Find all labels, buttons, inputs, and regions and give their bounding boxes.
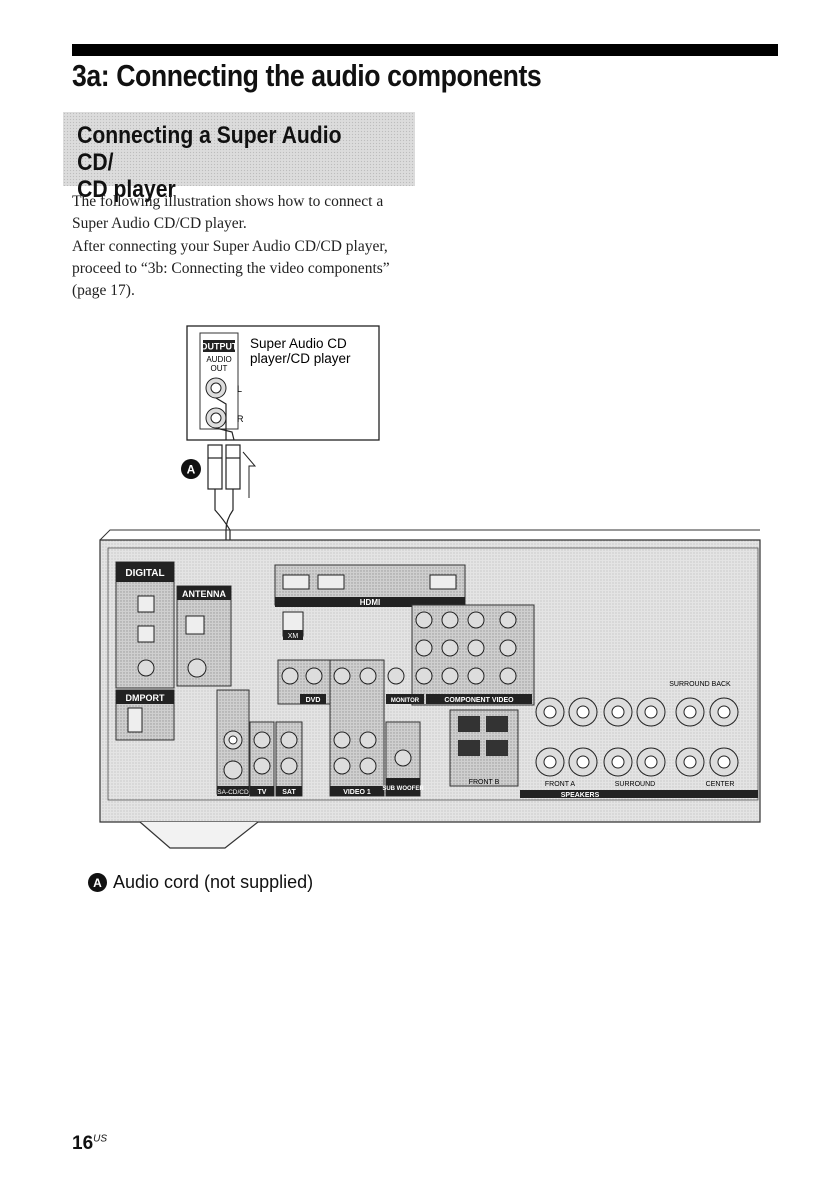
antenna-label: ANTENNA bbox=[182, 589, 226, 599]
front-b-label: FRONT B bbox=[469, 779, 500, 786]
page-number-value: 16 bbox=[72, 1133, 94, 1154]
sat-label: SAT bbox=[282, 789, 296, 796]
callout-a-letter: A bbox=[187, 463, 196, 477]
tv-label: TV bbox=[258, 789, 267, 796]
section-heading-line1: Connecting a Super Audio CD/ bbox=[77, 122, 342, 176]
output-label: OUTPUT bbox=[201, 342, 239, 352]
intro-paragraph: The following illustration shows how to … bbox=[72, 193, 384, 233]
legend-caption: A Audio cord (not supplied) bbox=[88, 872, 313, 893]
section-heading-box: Connecting a Super Audio CD/ CD player bbox=[63, 112, 415, 203]
header-rule bbox=[72, 44, 778, 56]
receiver-rear-panel: DIGITAL DMPORT ANTENNA HDMI XM SA-CD/CD bbox=[99, 529, 761, 849]
player-label-line1: Super Audio CD bbox=[250, 336, 347, 351]
out-label: OUT bbox=[211, 364, 228, 373]
legend-marker: A bbox=[88, 873, 107, 892]
body-text: The following illustration shows how to … bbox=[72, 191, 417, 302]
right-channel-label: R bbox=[237, 414, 244, 424]
cd-player-panel: OUTPUT AUDIO OUT L R Super Audio CD play… bbox=[186, 325, 380, 441]
next-step-paragraph: After connecting your Super Audio CD/CD … bbox=[72, 237, 390, 300]
video1-label: VIDEO 1 bbox=[343, 789, 371, 796]
page-number-suffix: US bbox=[93, 1133, 108, 1145]
xm-label: XM bbox=[288, 633, 299, 640]
speaker-terminals bbox=[535, 697, 739, 777]
player-label-line2: player/CD player bbox=[250, 351, 351, 366]
legend-text: Audio cord (not supplied) bbox=[113, 872, 314, 892]
sacd-label: SA-CD/CD bbox=[217, 789, 249, 796]
speakers-label: SPEAKERS bbox=[561, 792, 600, 799]
hdmi-label: HDMI bbox=[360, 598, 380, 607]
page-title: 3a: Connecting the audio components bbox=[72, 58, 542, 93]
page-number: 16US bbox=[72, 1133, 107, 1155]
section-heading: Connecting a Super Audio CD/ CD player bbox=[63, 112, 373, 203]
left-channel-label: L bbox=[237, 384, 242, 394]
monitor-label: MONITOR bbox=[391, 698, 420, 704]
dmport-label: DMPORT bbox=[126, 693, 165, 703]
callout-a: A bbox=[181, 459, 201, 479]
front-a-label: FRONT A bbox=[545, 781, 576, 788]
surround-label: SURROUND bbox=[615, 781, 655, 788]
surround-back-label: SURROUND BACK bbox=[669, 681, 731, 688]
component-video-label: COMPONENT VIDEO bbox=[444, 697, 514, 704]
section-heading-line2: CD player bbox=[77, 176, 176, 203]
digital-label: DIGITAL bbox=[125, 568, 164, 579]
center-label: CENTER bbox=[706, 781, 735, 788]
audio-label: AUDIO bbox=[206, 355, 231, 364]
dvd-label: DVD bbox=[306, 697, 321, 704]
subwoofer-label: SUB WOOFER bbox=[382, 786, 424, 792]
